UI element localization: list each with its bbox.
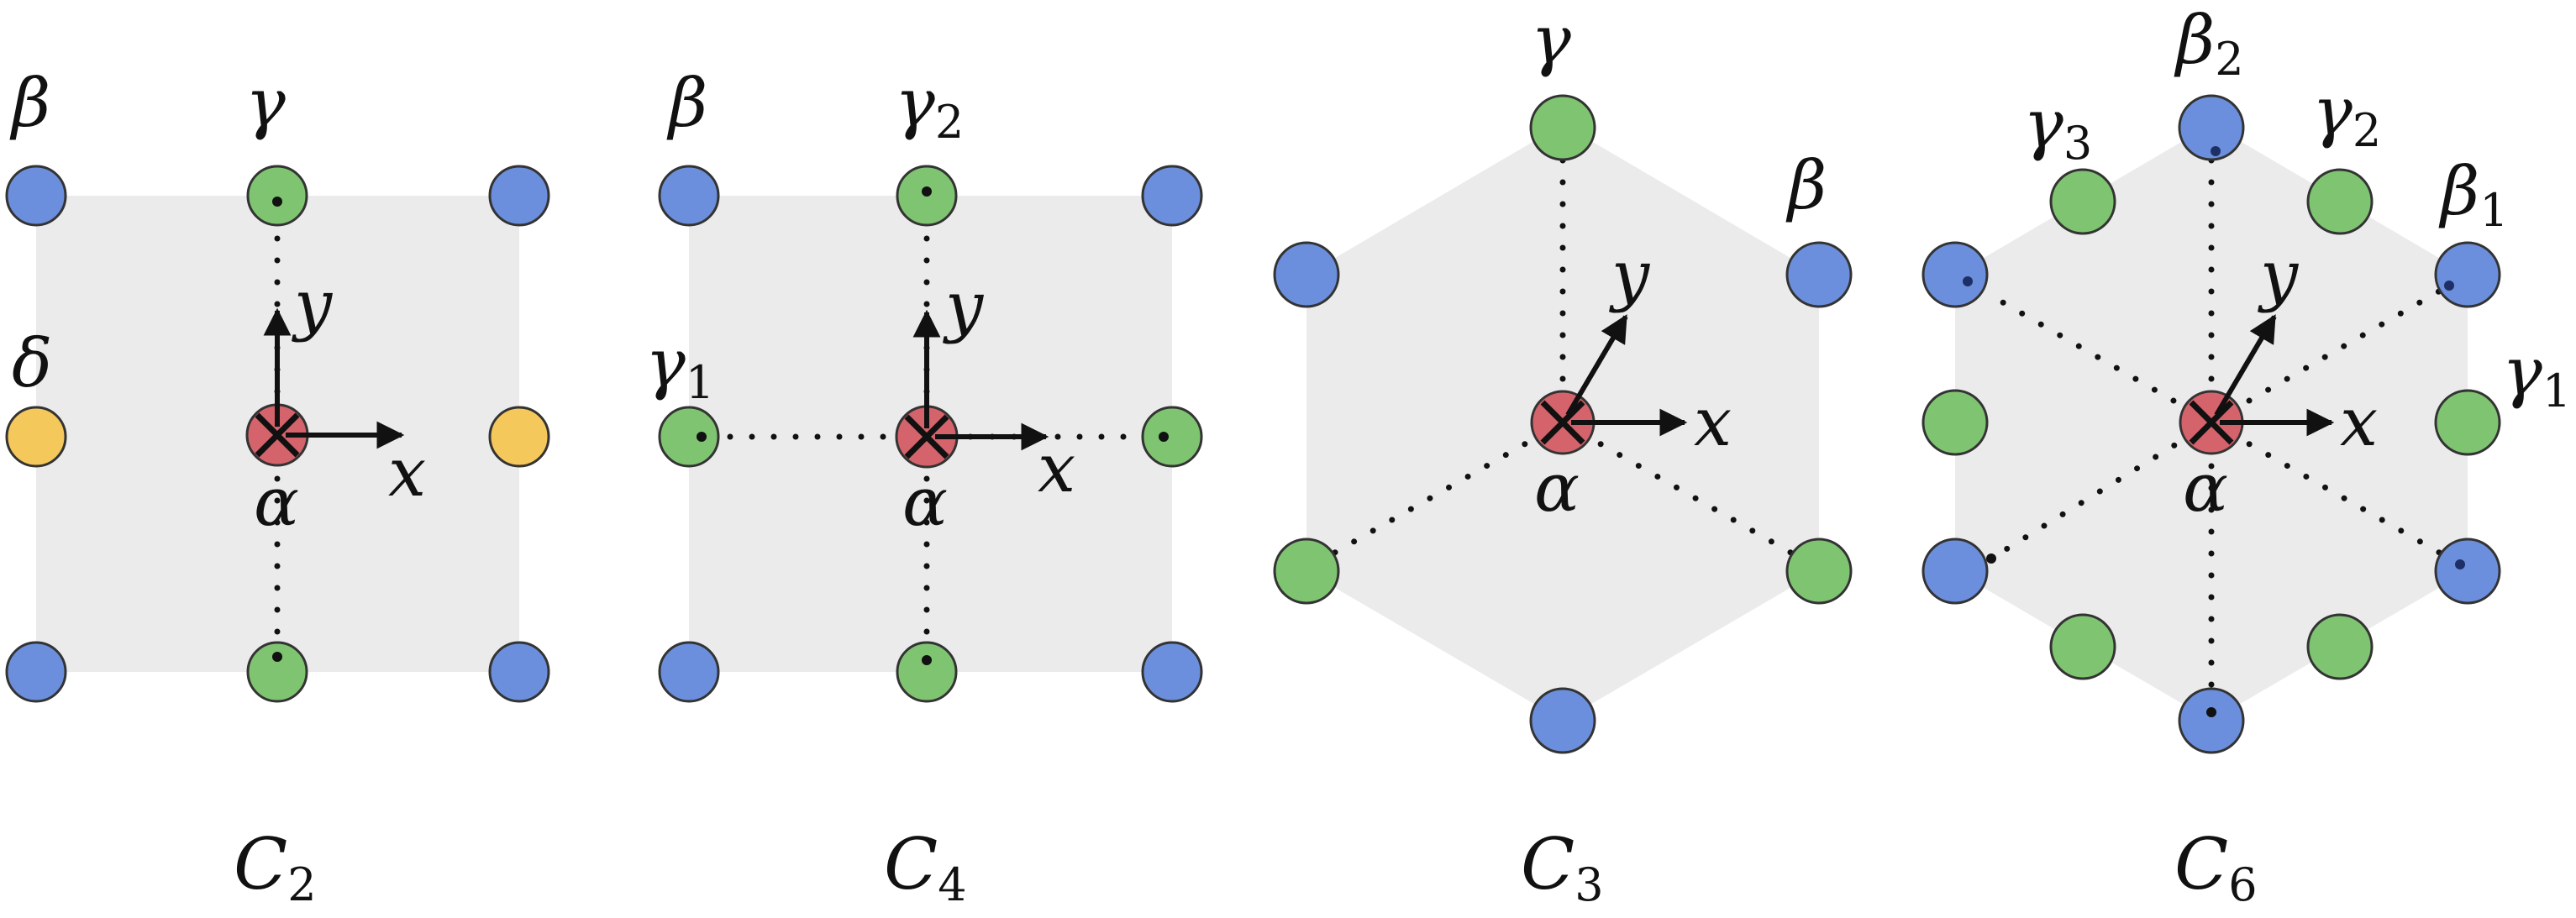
beta-site xyxy=(1141,641,1203,703)
beta-site xyxy=(1141,165,1203,227)
gamma2-site xyxy=(2049,613,2116,680)
panel-c4: x y β γ2 γ1 α C4 xyxy=(645,64,1203,911)
label-delta: δ xyxy=(12,324,52,402)
label-beta2: β2 xyxy=(2174,1,2244,86)
site-dot xyxy=(1963,276,1973,286)
gamma-site xyxy=(246,641,308,703)
x-axis-label: x xyxy=(2340,383,2378,461)
beta-site xyxy=(5,165,67,227)
gamma2-site xyxy=(896,641,958,703)
panel-c2: x y β γ δ α C2 xyxy=(5,64,550,911)
beta-site xyxy=(488,165,550,227)
panel-caption: C2 xyxy=(234,823,317,911)
site-dot xyxy=(2455,559,2465,569)
y-axis-arrow xyxy=(2214,314,2277,417)
gamma-site xyxy=(1785,538,1853,605)
site-dot xyxy=(1986,553,1996,564)
x-axis-label: x xyxy=(1038,429,1075,507)
label-alpha: α xyxy=(2183,449,2228,527)
beta1-site xyxy=(1921,538,1989,605)
beta-site xyxy=(488,641,550,703)
dotted-line xyxy=(1559,419,1797,558)
rotation-cross-icon xyxy=(255,412,300,458)
label-beta: β xyxy=(666,64,707,142)
beta-site xyxy=(1273,241,1340,308)
gamma-site xyxy=(246,165,308,227)
beta2-site xyxy=(2178,94,2245,161)
beta1-site xyxy=(2434,538,2501,605)
site-dot xyxy=(922,655,932,665)
beta-site xyxy=(658,641,720,703)
panel-caption: C6 xyxy=(2174,823,2258,911)
x-axis-label: x xyxy=(388,433,426,511)
label-alpha: α xyxy=(254,463,299,541)
dotted-line xyxy=(2208,419,2463,568)
beta-site xyxy=(1529,687,1596,754)
beta-site xyxy=(1785,241,1853,308)
y-axis-label: y xyxy=(292,265,334,344)
label-beta: β xyxy=(1785,146,1827,224)
label-alpha: α xyxy=(1534,449,1580,527)
y-axis-label: y xyxy=(1609,236,1651,314)
dotted-line xyxy=(1992,295,2215,426)
site-dot xyxy=(272,197,282,207)
site-dot xyxy=(2206,707,2216,717)
site-dot xyxy=(1159,432,1169,442)
label-gamma: γ xyxy=(245,64,286,142)
x-axis-label: x xyxy=(1694,383,1732,461)
rotation-cross-icon xyxy=(904,414,949,459)
beta-site xyxy=(658,165,720,227)
site-dot xyxy=(272,652,282,662)
label-gamma1: γ1 xyxy=(645,324,714,409)
label-gamma1: γ1 xyxy=(2502,333,2571,417)
delta-site xyxy=(5,406,67,468)
panel-c3: x y γ β α C3 xyxy=(1273,1,1853,911)
delta-site xyxy=(488,406,550,468)
label-alpha: α xyxy=(902,463,948,541)
gamma1-site xyxy=(658,406,720,468)
site-dot xyxy=(2444,281,2454,291)
site-dot xyxy=(697,432,707,442)
beta2-site xyxy=(2178,687,2245,754)
label-gamma2: γ2 xyxy=(2312,72,2381,157)
site-dot xyxy=(2211,146,2221,156)
rotation-cross-icon xyxy=(1540,400,1585,445)
gamma-site xyxy=(1273,538,1340,605)
label-beta: β xyxy=(9,64,50,142)
dotted-line xyxy=(2208,282,2452,426)
rotation-cross-icon xyxy=(2189,400,2234,445)
gamma1-site xyxy=(1141,406,1203,468)
label-gamma2: γ2 xyxy=(895,64,964,149)
y-axis-label: y xyxy=(2258,236,2300,314)
gamma2-site xyxy=(2306,168,2374,235)
y-axis-label: y xyxy=(943,267,985,345)
dotted-line xyxy=(1328,419,1566,558)
gamma3-site xyxy=(2049,168,2116,235)
panel-c6: x y β2 β1 γ3 γ2 γ1 α C6 xyxy=(1921,1,2571,911)
label-beta1: β1 xyxy=(2438,152,2509,237)
gamma1-site xyxy=(2434,389,2501,456)
gamma3-site xyxy=(2306,613,2374,680)
y-axis-arrow xyxy=(1565,314,1628,417)
beta-site xyxy=(5,641,67,703)
panel-caption: C3 xyxy=(1521,823,1604,911)
label-gamma3: γ3 xyxy=(2023,85,2092,170)
label-gamma: γ xyxy=(1531,1,1571,79)
panel-caption: C4 xyxy=(884,823,967,911)
dotted-line xyxy=(1988,419,2215,562)
beta1-site xyxy=(1921,241,1989,308)
gamma1-site xyxy=(1921,389,1989,456)
gamma-site xyxy=(1529,94,1596,161)
beta1-site xyxy=(2434,241,2501,308)
site-dot xyxy=(922,186,932,197)
